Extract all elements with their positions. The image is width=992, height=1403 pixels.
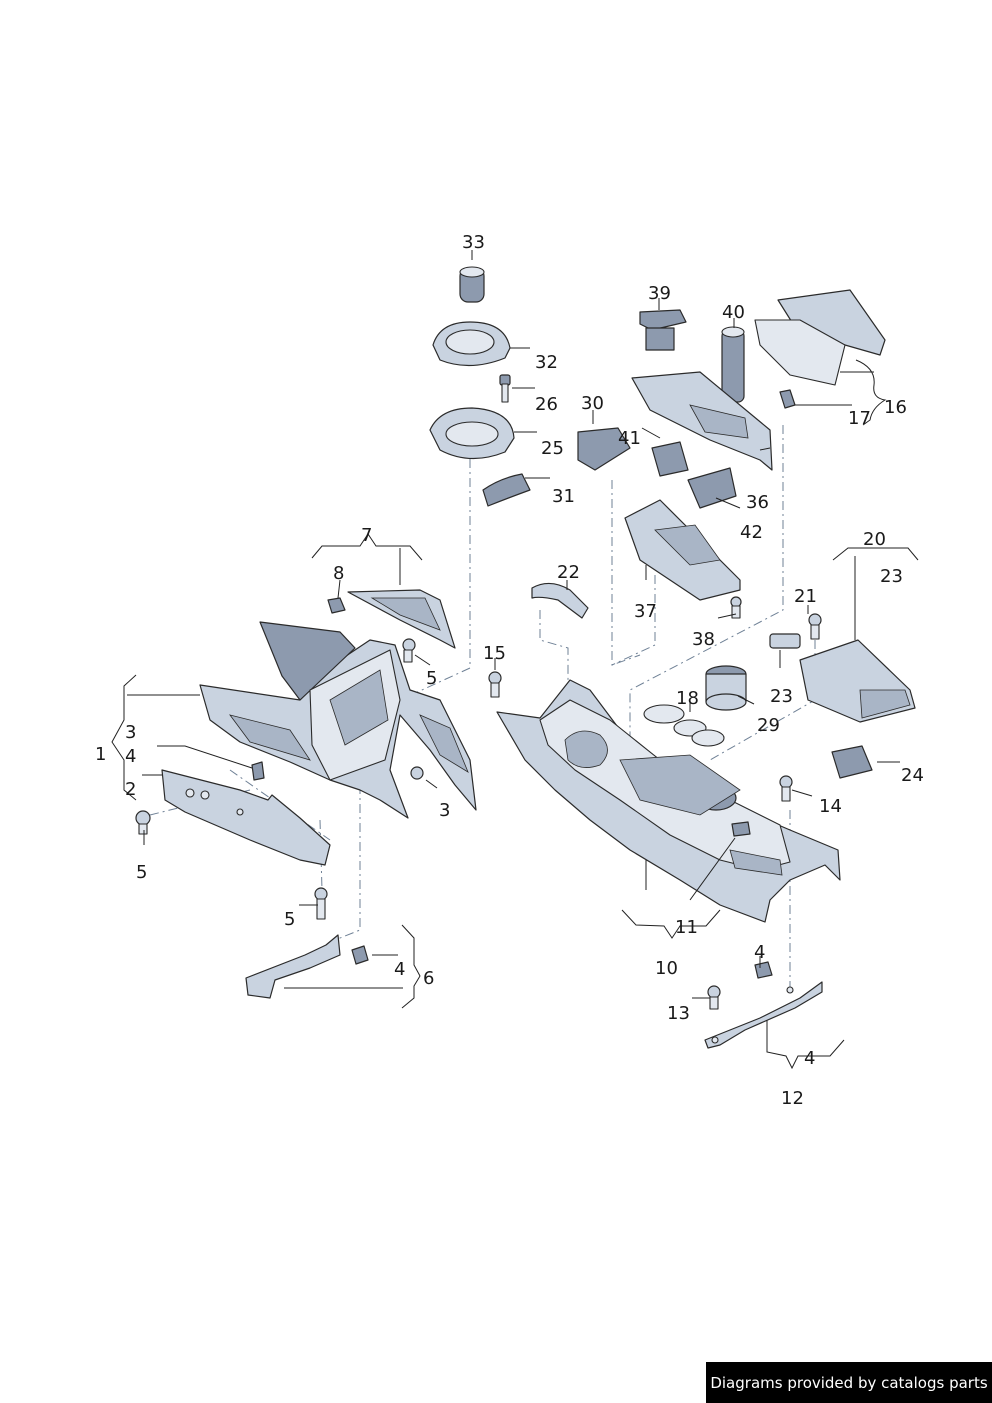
callout-17: 17 xyxy=(848,408,871,429)
callout-5-upper: 5 xyxy=(426,668,437,689)
callout-29: 29 xyxy=(757,715,780,736)
callout-4-left: 4 xyxy=(125,746,136,767)
callout-15: 15 xyxy=(483,643,506,664)
leader-lines xyxy=(111,250,919,1070)
callout-5-left: 5 xyxy=(136,862,147,883)
left-fasteners xyxy=(135,597,424,835)
right-side-parts xyxy=(488,582,916,802)
callout-23-lower: 23 xyxy=(770,686,793,707)
callout-39: 39 xyxy=(648,283,671,304)
callout-4-right: 4 xyxy=(754,942,765,963)
callout-4-lower-right: 4 xyxy=(804,1048,815,1069)
lower-right-bracket xyxy=(704,961,823,1049)
callout-32: 32 xyxy=(535,352,558,373)
callout-13: 13 xyxy=(667,1003,690,1024)
callout-1: 1 xyxy=(95,744,106,765)
callout-18: 18 xyxy=(676,688,699,709)
callout-24: 24 xyxy=(901,765,924,786)
callout-16: 16 xyxy=(884,397,907,418)
credit-banner: Diagrams provided by catalogs parts xyxy=(706,1362,992,1403)
callout-38: 38 xyxy=(692,629,715,650)
callout-22: 22 xyxy=(557,562,580,583)
callout-11: 11 xyxy=(675,917,698,938)
callout-33: 33 xyxy=(462,232,485,253)
callout-21: 21 xyxy=(794,586,817,607)
lower-left-bracket xyxy=(245,887,369,999)
callout-3-right: 3 xyxy=(439,800,450,821)
callout-numbers: 33 32 26 25 31 39 40 30 41 36 42 37 38 1… xyxy=(95,232,924,1109)
center-console-main xyxy=(496,679,841,923)
upper-right-trim-parts xyxy=(577,289,886,619)
upper-cover-panel xyxy=(347,589,456,649)
callout-41: 41 xyxy=(618,428,641,449)
callout-6: 6 xyxy=(423,968,434,989)
side-trim-strip xyxy=(161,769,331,866)
callout-2: 2 xyxy=(125,779,136,800)
callout-23-upper: 23 xyxy=(880,566,903,587)
callout-40: 40 xyxy=(722,302,745,323)
callout-12: 12 xyxy=(781,1088,804,1109)
callout-8: 8 xyxy=(333,563,344,584)
callout-4-lower: 4 xyxy=(394,959,405,980)
callout-37: 37 xyxy=(634,601,657,622)
callout-36: 36 xyxy=(746,492,769,513)
callout-30: 30 xyxy=(581,393,604,414)
callout-20: 20 xyxy=(863,529,886,550)
callout-5-lower: 5 xyxy=(284,909,295,930)
console-front-section xyxy=(199,621,477,819)
callout-3-left: 3 xyxy=(125,722,136,743)
callout-26: 26 xyxy=(535,394,558,415)
gear-shift-assembly xyxy=(429,266,531,507)
callout-42: 42 xyxy=(740,522,763,543)
callout-14: 14 xyxy=(819,796,842,817)
callout-25: 25 xyxy=(541,438,564,459)
callout-31: 31 xyxy=(552,486,575,507)
callout-7: 7 xyxy=(361,525,372,546)
callout-10: 10 xyxy=(655,958,678,979)
